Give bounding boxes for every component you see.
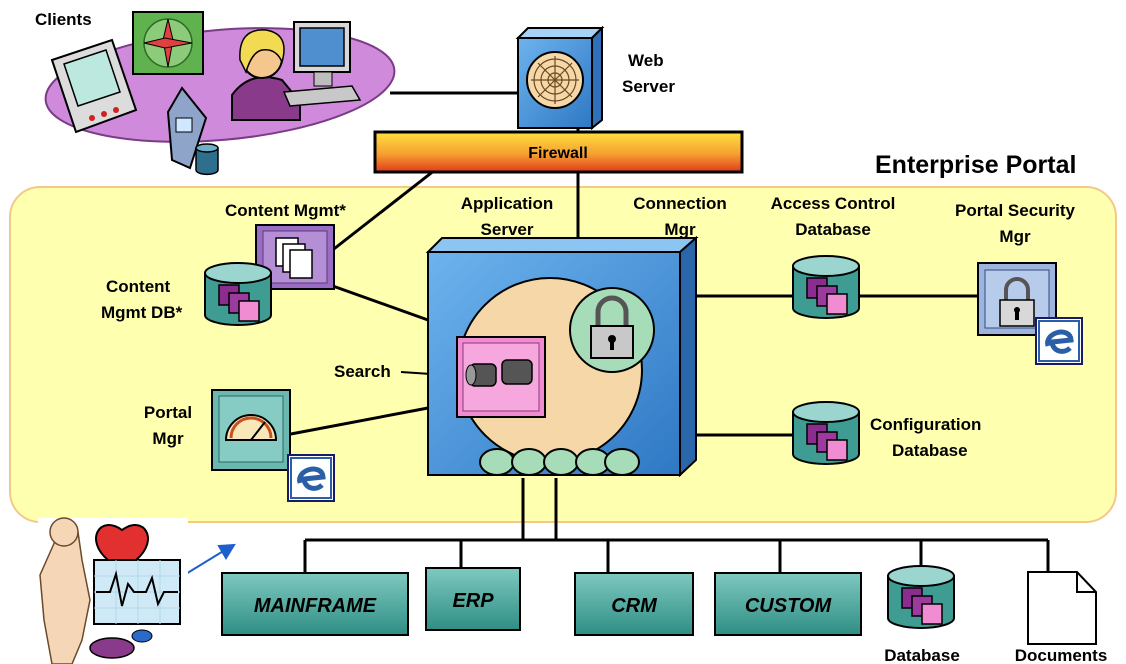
enterprise-portal-label: Enterprise Portal: [875, 151, 1076, 179]
backend-mainframe-label: MAINFRAME: [254, 595, 377, 617]
documents-icon: [255, 224, 335, 290]
content-mgmt-label: Content Mgmt*: [225, 201, 346, 220]
search-label: Search: [334, 362, 391, 381]
document-page-icon: [1027, 571, 1097, 645]
content-mgmt-database-icon: [204, 262, 272, 326]
lock-icon: [569, 287, 655, 373]
documents-label: Documents: [1015, 646, 1108, 664]
user-at-computer-icon: [231, 21, 362, 121]
database-label: Database: [884, 646, 960, 664]
configuration-database-icon: [792, 401, 860, 465]
clients-label: Clients: [35, 10, 92, 29]
connector-lines: [274, 91, 1050, 573]
access-control-label-line1: Access Control: [771, 194, 896, 213]
database-cylinder-icon: [887, 565, 955, 629]
access-control-label-line2: Database: [795, 220, 871, 239]
web-server-label-line1: Web: [628, 51, 664, 70]
phone-icon: [166, 86, 219, 176]
pda-icon: [50, 38, 138, 134]
e-logo-icon: [1036, 318, 1082, 364]
backend-crm-label: CRM: [611, 595, 658, 617]
backend-erp-box: [425, 567, 521, 631]
connector-beads: [479, 448, 640, 476]
content-mgmt-db-label-line1: Content: [106, 277, 171, 296]
connection-mgr-label-line1: Connection: [633, 194, 727, 213]
backend-custom-box: [714, 572, 862, 636]
binoculars-icon: [456, 336, 546, 418]
portal-mgr-label-line2: Mgr: [152, 429, 184, 448]
gauge-icon: [211, 389, 291, 471]
application-server-label-line1: Application: [461, 194, 554, 213]
backend-custom-label: CUSTOM: [745, 595, 833, 617]
backend-erp-label: ERP: [452, 590, 494, 612]
content-mgmt-db-label-line2: Mgmt DB*: [101, 303, 183, 322]
backend-crm-box: [574, 572, 694, 636]
medical-heart-icon: [38, 517, 188, 664]
compass-icon: [132, 11, 204, 75]
access-control-database-icon: [792, 255, 860, 319]
portal-security-label-line2: Mgr: [999, 227, 1031, 246]
firewall-label: Firewall: [528, 145, 588, 162]
portal-mgr-label-line1: Portal: [144, 403, 192, 422]
firewall-bar: [373, 130, 744, 174]
configuration-label-line2: Database: [892, 441, 968, 460]
web-server-label-line2: Server: [622, 77, 675, 96]
configuration-label-line1: Configuration: [870, 415, 981, 434]
backend-mainframe-box: [221, 572, 409, 636]
e-logo-icon: [288, 455, 334, 501]
application-server-label-line2: Server: [481, 220, 534, 239]
web-server-icon: [515, 25, 605, 131]
portal-security-label-line1: Portal Security: [955, 201, 1076, 220]
connection-mgr-label-line2: Mgr: [664, 220, 696, 239]
